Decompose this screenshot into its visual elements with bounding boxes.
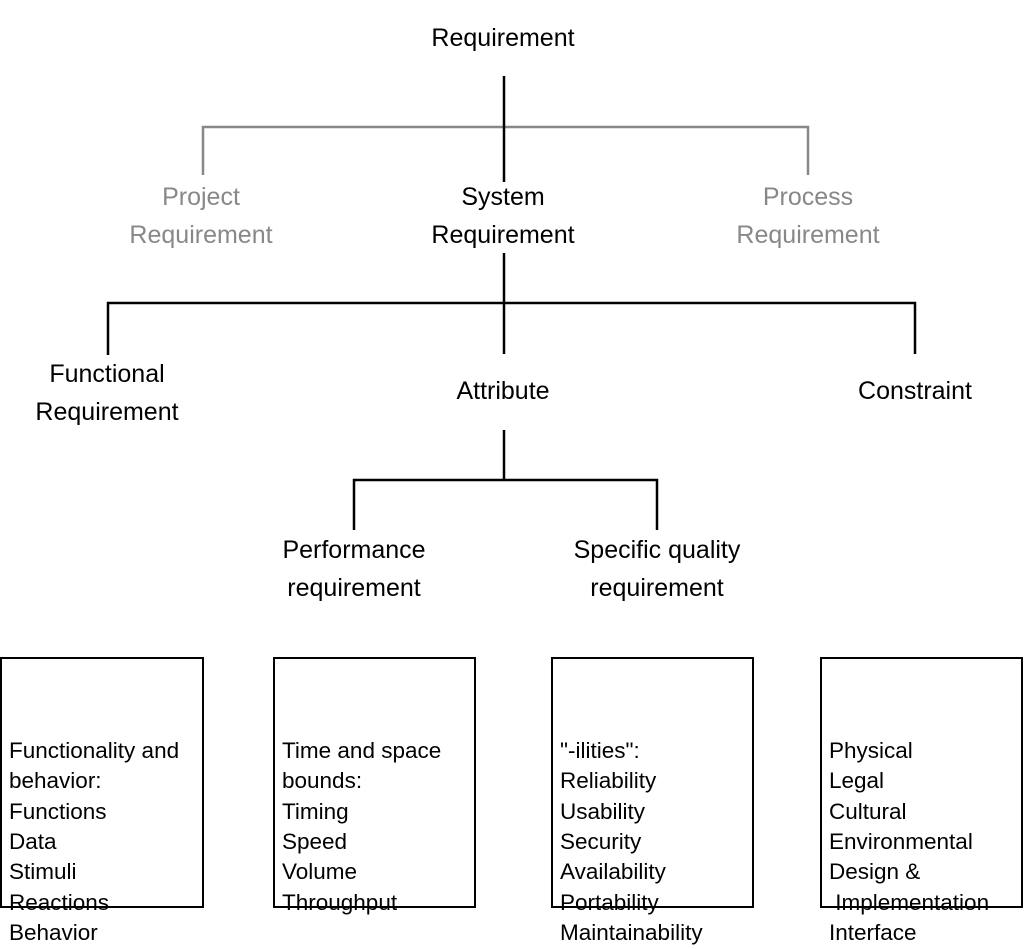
gray-connector bbox=[201, 125, 810, 175]
box-line: Time and space bbox=[282, 737, 442, 763]
box-line: Data bbox=[9, 829, 57, 855]
node-label: requirement bbox=[590, 574, 724, 602]
node-label: System bbox=[461, 183, 545, 211]
box-line: Implementation bbox=[829, 889, 990, 915]
box-line: Security bbox=[560, 829, 642, 855]
box-line: Stimuli bbox=[9, 859, 77, 885]
box-line: Interface bbox=[829, 920, 917, 946]
level3-connector bbox=[352, 478, 659, 530]
box-line: "-ilities": bbox=[560, 737, 640, 763]
node-label: Requirement bbox=[35, 398, 179, 426]
box-line: Legal bbox=[829, 768, 885, 794]
node-label: Specific quality bbox=[573, 536, 741, 564]
node-label: Attribute bbox=[456, 377, 550, 405]
level2-connector bbox=[106, 301, 917, 355]
box-line: Functionality and bbox=[9, 737, 180, 763]
box-line: Cultural bbox=[829, 798, 907, 824]
connector-lines bbox=[106, 76, 917, 530]
node-label: requirement bbox=[287, 574, 421, 602]
box-line: Physical bbox=[829, 737, 913, 763]
node-specific-quality-requirement: Specific quality requirement bbox=[574, 531, 741, 607]
box-line: Availability bbox=[560, 859, 666, 885]
node-label: Process bbox=[762, 183, 854, 211]
box-line: Speed bbox=[282, 829, 348, 855]
box-line: behavior: bbox=[9, 768, 102, 794]
node-attribute: Attribute bbox=[456, 372, 549, 410]
node-performance-requirement: Performance requirement bbox=[282, 531, 425, 607]
box-line: Reactions bbox=[9, 889, 110, 915]
node-label: Requirement bbox=[736, 221, 880, 249]
node-constraint: Constraint bbox=[858, 372, 972, 410]
node-requirement: Requirement bbox=[431, 19, 574, 57]
box-line: Usability bbox=[560, 798, 646, 824]
box-line: Throughput bbox=[282, 889, 398, 915]
box-line: Portability bbox=[560, 889, 659, 915]
box-line: bounds: bbox=[282, 768, 363, 794]
box-line: Maintainability bbox=[560, 920, 703, 946]
node-label: Requirement bbox=[129, 221, 273, 249]
node-label: Requirement bbox=[431, 24, 575, 52]
node-label: Requirement bbox=[431, 221, 575, 249]
box-line: Design & bbox=[829, 859, 921, 885]
box-line: Reliability bbox=[560, 768, 657, 794]
box-line: Volume bbox=[282, 859, 358, 885]
box-line: Functions bbox=[9, 798, 107, 824]
box-line: Behavior bbox=[9, 920, 98, 946]
box-line: Timing bbox=[282, 798, 349, 824]
node-label: Constraint bbox=[858, 377, 972, 405]
node-label: Performance bbox=[282, 536, 426, 564]
node-label: Functional bbox=[49, 360, 165, 388]
box-line: Environmental bbox=[829, 829, 973, 855]
node-label: Project bbox=[162, 183, 240, 211]
